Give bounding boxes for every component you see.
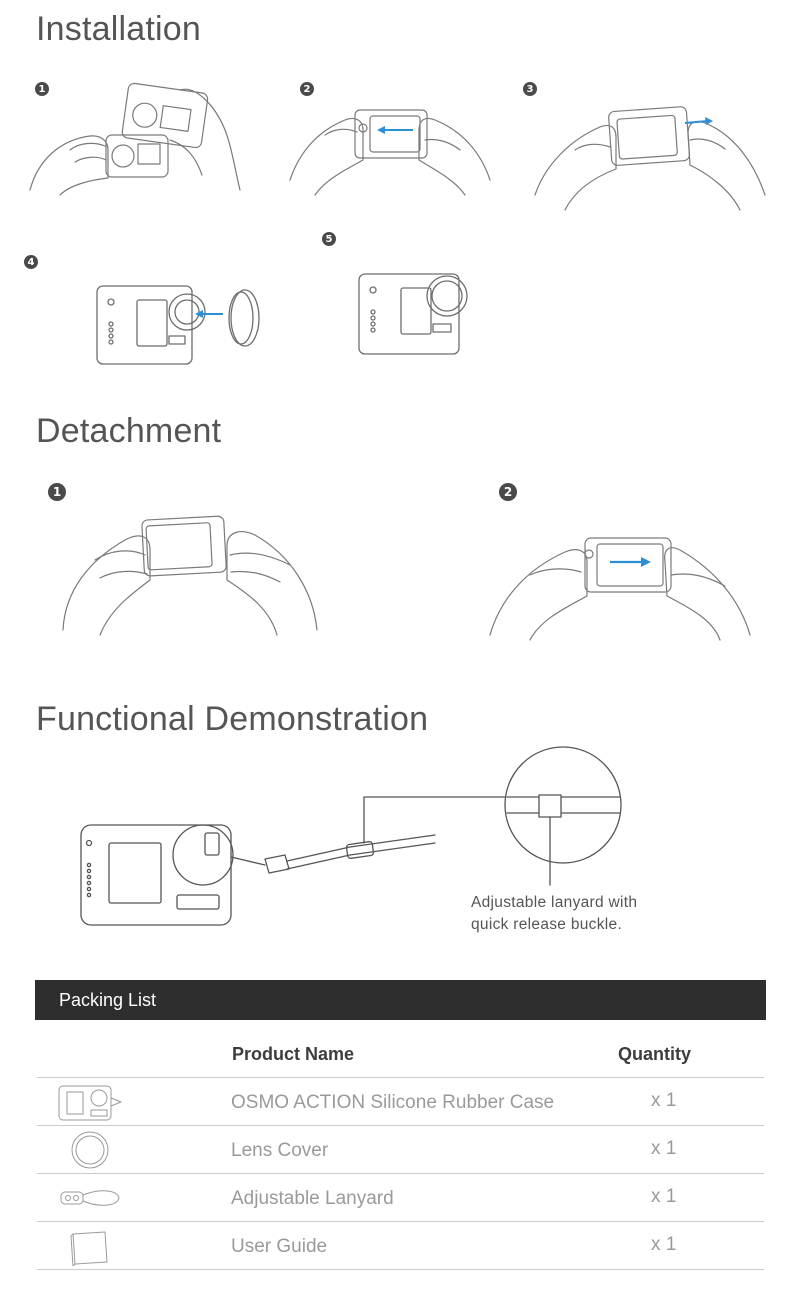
packing-list-table-header: Product Name Quantity (37, 1032, 764, 1078)
detachment-title: Detachment (36, 412, 222, 450)
lanyard-caption-line-2: quick release buckle. (471, 916, 623, 933)
lanyard-caption-line-1: Adjustable lanyard with (471, 894, 638, 911)
product-quantity: x 1 (651, 1186, 677, 1207)
product-name: Adjustable Lanyard (231, 1188, 394, 1209)
packing-list-header: Packing List (35, 980, 766, 1020)
table-row: Lens Cover x 1 (37, 1126, 764, 1174)
installation-step-5-number: 5 (322, 232, 336, 246)
table-row: User Guide x 1 (37, 1222, 764, 1270)
product-quantity: x 1 (651, 1090, 677, 1111)
table-row: OSMO ACTION Silicone Rubber Case x 1 (37, 1078, 764, 1126)
installation-step-2-number: 2 (300, 82, 314, 96)
installation-step-1-illustration (29, 82, 241, 196)
product-quantity: x 1 (651, 1234, 677, 1255)
functional-demonstration-title: Functional Demonstration (36, 700, 429, 738)
detachment-step-1-illustration (62, 515, 318, 636)
product-name-column-header: Product Name (232, 1044, 355, 1064)
installation-step-2-illustration (289, 109, 491, 196)
product-name: OSMO ACTION Silicone Rubber Case (231, 1092, 555, 1113)
installation-step-3-number: 3 (523, 82, 537, 96)
lanyard-caption: Adjustable lanyard with quick release bu… (471, 892, 637, 936)
product-name: User Guide (231, 1236, 328, 1257)
product-quantity: x 1 (651, 1138, 677, 1159)
table-row: Adjustable Lanyard x 1 (37, 1174, 764, 1222)
installation-step-1-number: 1 (35, 82, 49, 96)
detachment-step-2-illustration (489, 537, 751, 641)
lanyard-demonstration-illustration (80, 746, 622, 926)
installation-step-4-illustration (96, 285, 260, 365)
installation-step-5-illustration (358, 273, 468, 355)
lanyard-icon (60, 1190, 120, 1206)
packing-list-table: Product Name Quantity OSMO ACTION Silico… (37, 1032, 764, 1270)
product-name: Lens Cover (231, 1140, 329, 1161)
detachment-step-2-number: 2 (499, 483, 517, 501)
lens-cover-icon (71, 1131, 109, 1169)
case-icon (58, 1085, 122, 1121)
quantity-column-header: Quantity (618, 1044, 692, 1064)
detachment-step-1-number: 1 (48, 483, 66, 501)
installation-step-3-illustration (534, 106, 766, 211)
user-guide-icon (70, 1231, 108, 1266)
installation-step-4-number: 4 (24, 255, 38, 269)
installation-title: Installation (36, 10, 201, 48)
